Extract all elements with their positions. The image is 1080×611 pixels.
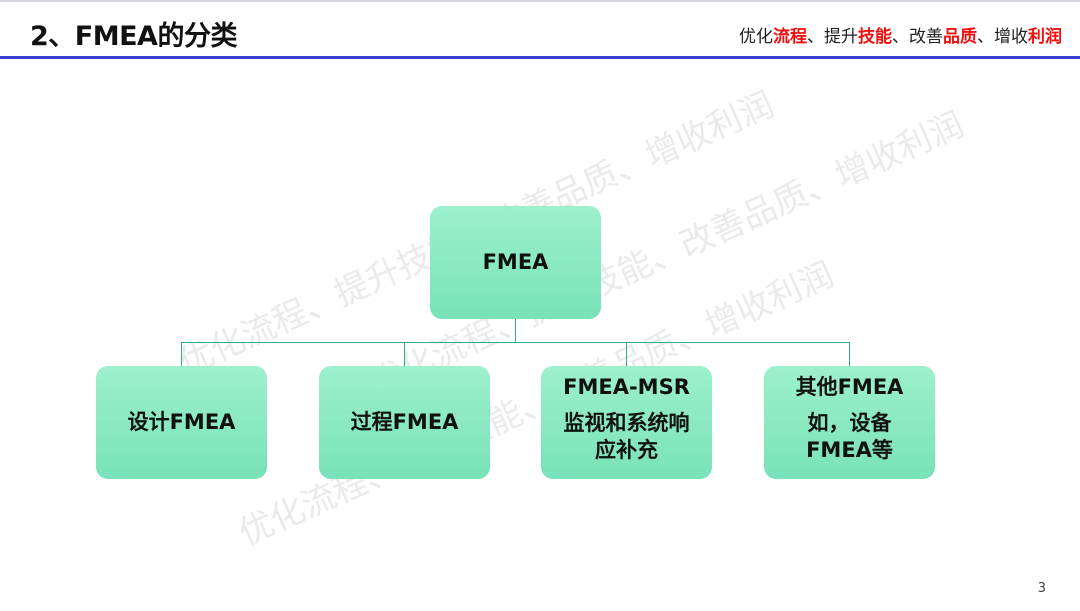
connector-line — [849, 342, 850, 366]
node-label: 其他FMEA — [795, 375, 904, 399]
slogan-highlight: 品质 — [943, 27, 977, 47]
node-process-fmea: 过程FMEA — [319, 366, 490, 479]
header-rule — [0, 56, 1080, 59]
connector-line — [181, 342, 849, 343]
slogan-highlight: 流程 — [773, 27, 807, 47]
slogan-text: 优化 — [739, 27, 773, 47]
slogan-highlight: 技能 — [858, 27, 892, 47]
node-fmea-msr: FMEA-MSR 监视和系统响 应补充 — [541, 366, 712, 479]
connector-line — [181, 342, 182, 366]
node-label: 过程FMEA — [350, 410, 459, 435]
slogan-text: 、增收 — [977, 27, 1028, 47]
slide-title: 2、FMEA的分类 — [30, 21, 237, 52]
node-label: FMEA — [482, 250, 549, 275]
node-label: FMEA等 — [806, 437, 893, 462]
slogan-highlight: 利润 — [1028, 27, 1062, 47]
slogan: 优化流程、提升技能、改善品质、增收利润 — [739, 22, 1062, 47]
node-other-fmea: 其他FMEA 如，设备 FMEA等 — [764, 366, 935, 479]
connector-line — [515, 319, 516, 342]
connector-line — [404, 342, 405, 366]
root-node-fmea: FMEA — [430, 206, 601, 319]
node-label: 监视和系统响 — [563, 411, 690, 436]
top-border — [0, 0, 1080, 2]
node-design-fmea: 设计FMEA — [96, 366, 267, 479]
node-label: FMEA-MSR — [563, 375, 690, 399]
page-number: 3 — [1037, 581, 1046, 596]
node-label: 应补充 — [595, 437, 658, 462]
node-label: 设计FMEA — [127, 410, 236, 435]
slogan-text: 、提升 — [807, 27, 858, 47]
slogan-text: 、改善 — [892, 27, 943, 47]
connector-line — [626, 342, 627, 366]
node-label: 如，设备 — [807, 411, 892, 436]
